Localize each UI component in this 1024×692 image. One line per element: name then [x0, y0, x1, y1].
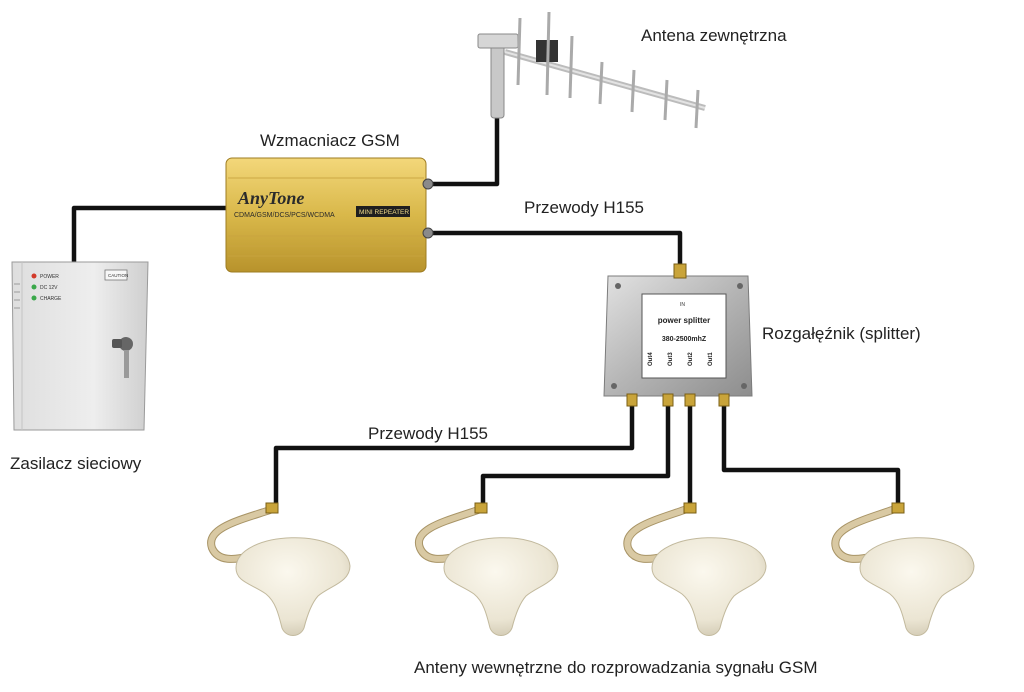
splitter-out1-connector [718, 393, 730, 407]
charge-led-icon [31, 295, 37, 301]
splitter-port-label-out1: Out1 [708, 352, 714, 366]
splitter-in-mark: IN [680, 302, 685, 308]
led-label-power: POWER [40, 274, 59, 280]
cable-power-to-amplifier [71, 205, 231, 265]
amplifier-device: AnyTone CDMA/GSM/DCS/PCS/WCDMA MINI REPE… [225, 157, 434, 273]
splitter-input-connector [673, 263, 687, 279]
amplifier-port-splitter [422, 227, 434, 239]
caution-label: CAUTION [108, 273, 128, 278]
splitter-out4-connector [626, 393, 638, 407]
cable-splitter-out4 [273, 399, 635, 511]
splitter-title: power splitter [658, 316, 710, 325]
splitter-out3-connector [662, 393, 674, 407]
indoor-antenna-1 [207, 502, 351, 636]
cables-bottom-label: Przewody H155 [368, 424, 489, 443]
cable-splitter-out3 [480, 399, 671, 511]
cable-amplifier-to-splitter [425, 230, 683, 269]
indoor-antenna-3 [623, 502, 767, 636]
amplifier-label: Wzmacniacz GSM [260, 131, 400, 150]
indoor-antenna-4 [831, 502, 975, 636]
amplifier-port-antenna [422, 178, 434, 190]
cable-amplifier-to-antenna [425, 115, 500, 187]
splitter-label: Rozgałęźnik (splitter) [762, 324, 921, 343]
indoor-antenna-2 [414, 502, 559, 636]
amplifier-brand: AnyTone [237, 188, 304, 208]
splitter-port-label-out3: Out3 [668, 352, 674, 366]
led-label-charge: CHARGE [40, 296, 62, 302]
power-led-icon [31, 273, 37, 279]
splitter-port-label-out4: Out4 [648, 352, 654, 366]
power-supply-device: POWER DC 12V CHARGE CAUTION [11, 261, 149, 431]
external-antenna-icon [477, 11, 706, 129]
splitter-range: 380-2500mhZ [662, 336, 707, 343]
dc-led-icon [31, 284, 37, 290]
amplifier-model-tag: MINI REPEATER [359, 209, 409, 216]
indoor-antennas-label: Anteny wewnętrzne do rozprowadzania sygn… [414, 658, 818, 677]
cable-splitter-out1 [721, 399, 901, 511]
external-antenna-label: Antena zewnętrzna [641, 26, 787, 45]
cables-top-label: Przewody H155 [524, 198, 645, 217]
splitter-port-label-out2: Out2 [688, 352, 694, 366]
cables [71, 115, 901, 511]
led-label-dc: DC 12V [40, 285, 58, 291]
key-icon [112, 337, 133, 378]
amplifier-bands: CDMA/GSM/DCS/PCS/WCDMA [234, 212, 335, 219]
splitter-out2-connector [684, 393, 696, 407]
power-supply-label: Zasilacz sieciowy [10, 454, 142, 473]
splitter-device: IN power splitter 380-2500mhZ Out4 Out3 … [603, 263, 753, 407]
